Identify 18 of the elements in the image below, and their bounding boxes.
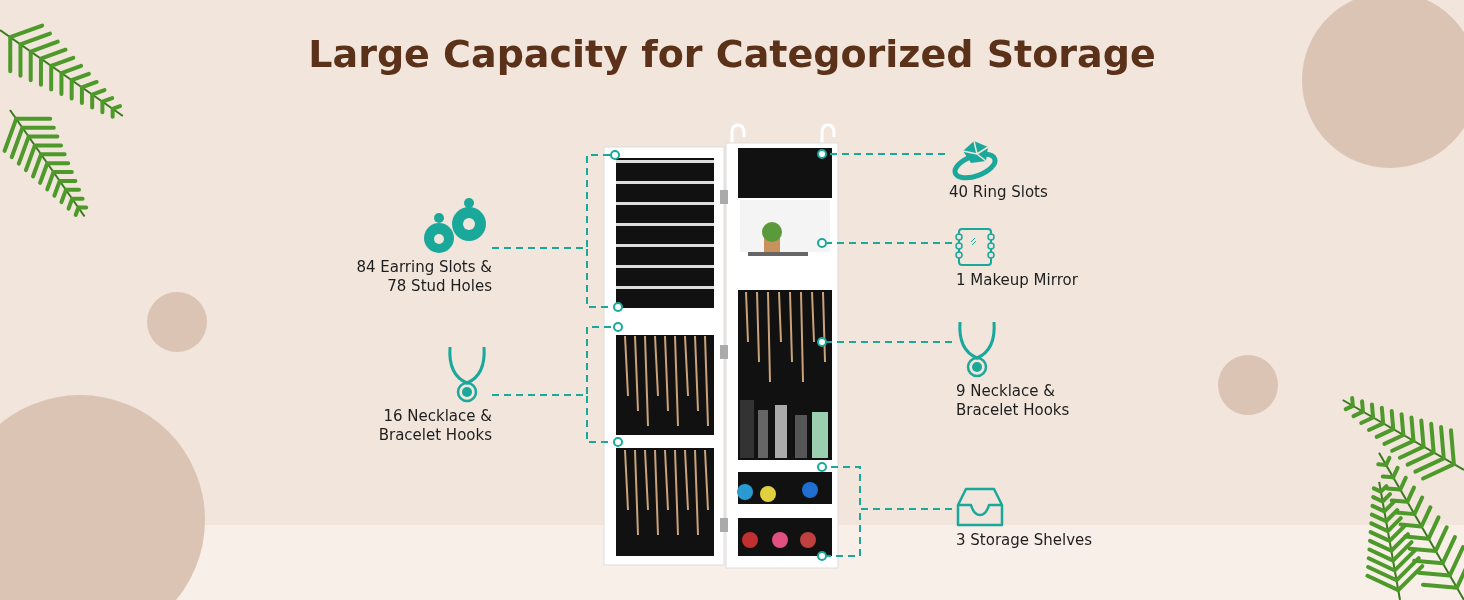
callout-label: 1 Makeup Mirror — [955, 271, 1079, 290]
callout-dot-marker — [610, 150, 620, 160]
callout-dot-marker — [817, 149, 827, 159]
callout-dot-marker — [817, 462, 827, 472]
callout-label: 9 Necklace & Bracelet Hooks — [955, 382, 1071, 420]
callout-dot-marker — [817, 238, 827, 248]
leader-line — [826, 341, 953, 343]
callout-label: 84 Earring Slots & 78 Stud Holes — [355, 258, 492, 296]
callout-label: 3 Storage Shelves — [955, 531, 1094, 550]
callout-label: 40 Ring Slots — [948, 183, 1049, 202]
callout-dot-marker — [817, 551, 827, 561]
callout-dot-marker — [613, 302, 623, 312]
callout-dot-marker — [613, 437, 623, 447]
callout-dot-marker — [817, 337, 827, 347]
callout-label: 16 Necklace & Bracelet Hooks — [377, 407, 492, 445]
callout-dot-marker — [613, 322, 623, 332]
title: Large Capacity for Categorized Storage — [307, 32, 1157, 76]
leader-line — [826, 242, 953, 244]
